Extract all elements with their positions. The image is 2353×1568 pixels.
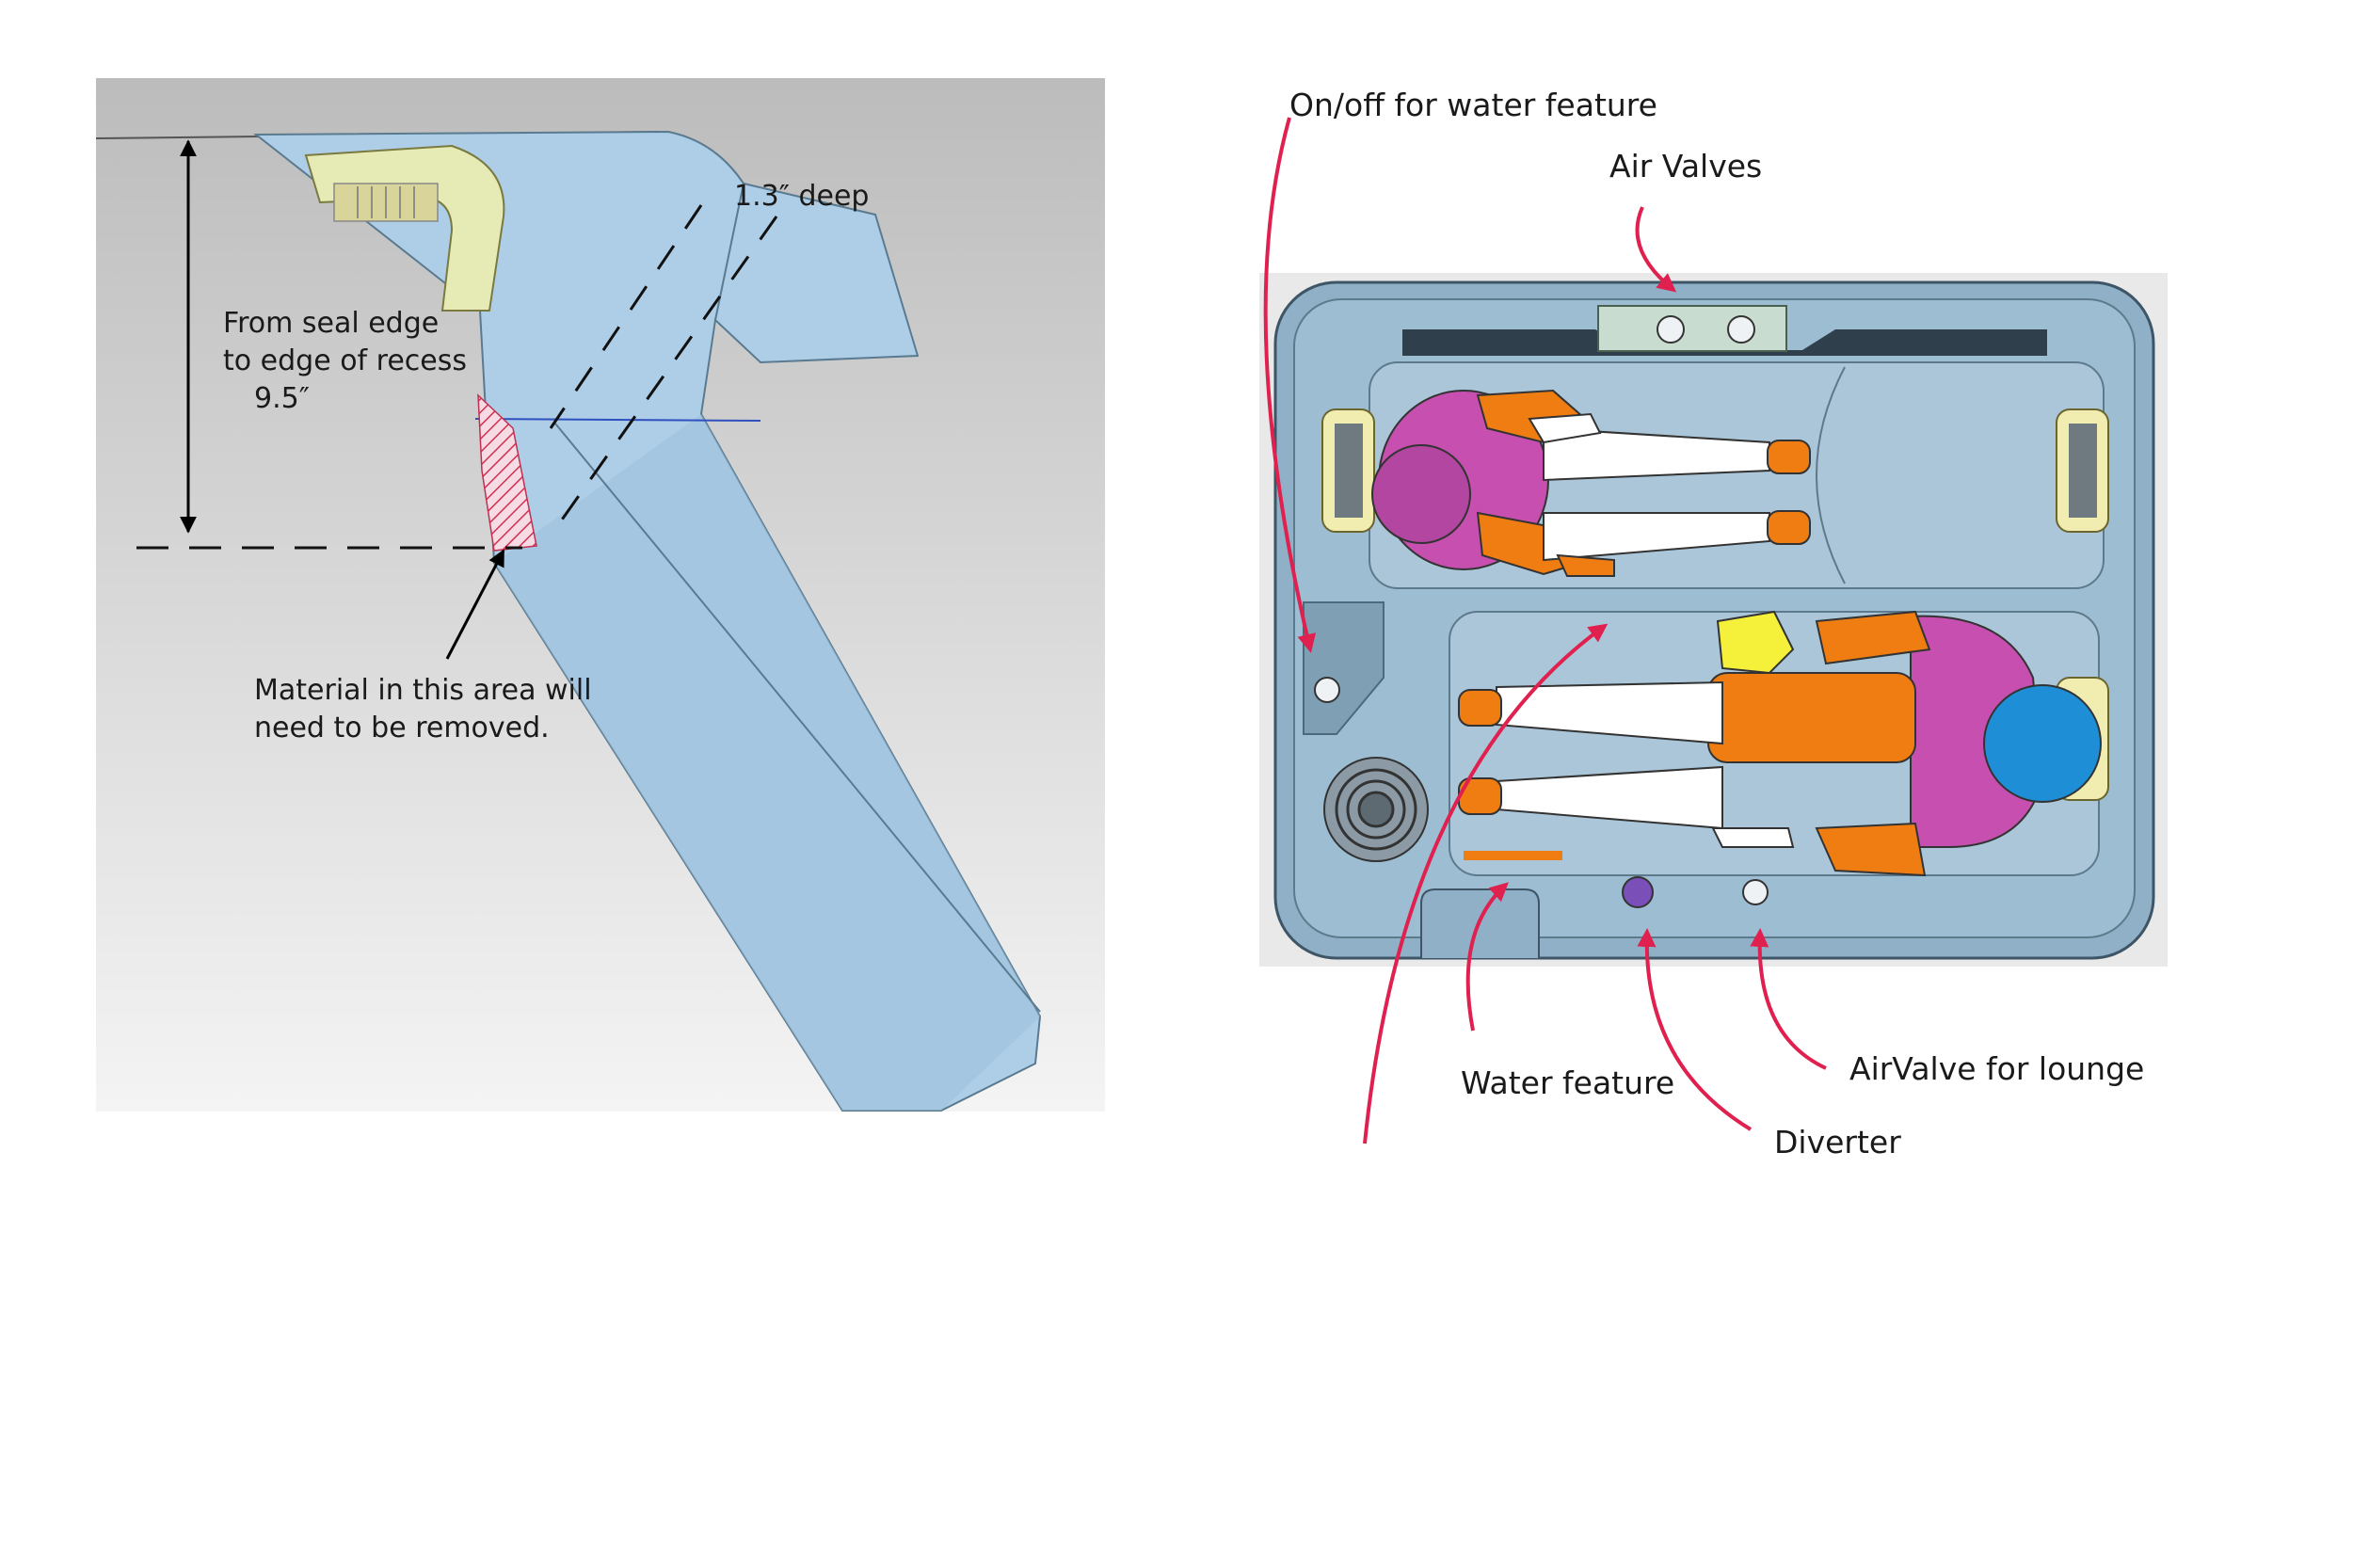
seal-ribs — [357, 186, 415, 218]
upper-seat-curve — [1816, 366, 1846, 584]
inner-cut-line — [474, 418, 761, 422]
figure-upper-hand-bottom — [1556, 553, 1615, 577]
figure-lower-arm-bottom — [1815, 822, 1927, 877]
jet-right-upper-core — [2069, 424, 2097, 518]
figure-lower-foot-top — [1458, 689, 1502, 727]
arrow-water-feature — [1465, 882, 1509, 1032]
left-cad-panel: 1.3″ deep From seal edge to edge of rece… — [95, 78, 1105, 1112]
figure-upper-foot-bottom — [1767, 510, 1811, 545]
seal-dimension-value: 9.5″ — [254, 382, 310, 415]
lounge-air-valve — [1742, 879, 1769, 905]
label-diverter: Diverter — [1774, 1124, 1901, 1160]
water-feature-slot — [1464, 851, 1562, 860]
figure-lower-hand-yellow — [1716, 610, 1795, 675]
figure-upper-leg-top — [1543, 426, 1770, 482]
arrow-diverter — [1637, 928, 1753, 1131]
material-note-line1: Material in this area will — [254, 674, 592, 707]
figure-lower — [1458, 610, 2102, 877]
depth-label: 1.3″ deep — [734, 180, 869, 213]
figure-lower-hand-white — [1711, 827, 1795, 848]
figure-upper-foot-top — [1767, 440, 1811, 474]
jet-left-core — [1335, 424, 1363, 518]
material-note-line2: need to be removed. — [254, 712, 550, 744]
figure-lower-arm-top — [1815, 610, 1931, 665]
depth-dashed-lines — [549, 204, 778, 523]
top-channel — [1402, 329, 2047, 356]
figure-upper-leg-bottom — [1543, 512, 1770, 562]
arrow-air-valves — [1635, 206, 1677, 293]
air-valve-2 — [1727, 315, 1755, 344]
figure-lower-head — [1983, 684, 2102, 803]
seal-dimension-line1: From seal edge — [223, 307, 439, 340]
diverter-knob — [1622, 876, 1654, 908]
arrow-airvalve-lounge — [1750, 928, 1827, 1070]
part-edge-line — [554, 423, 1041, 1013]
seal-dimension-line2: to edge of recess — [223, 344, 467, 377]
figure-upper — [1371, 389, 1811, 577]
label-on-off: On/off for water feature — [1289, 87, 1657, 123]
arrow-on-off — [1263, 117, 1317, 653]
right-tub-panel: On/off for water feature Air Valves Wate… — [1259, 87, 2168, 1160]
figure-lower-hip — [1707, 672, 1916, 763]
on-off-button — [1314, 677, 1340, 703]
material-leader-arrow — [445, 549, 505, 660]
callout-arrows — [1263, 117, 1827, 1144]
drain-rings — [1323, 757, 1429, 862]
part-shading — [494, 414, 1040, 1111]
label-air-valves: Air Valves — [1609, 148, 1762, 184]
label-airvalve-lounge: AirValve for lounge — [1849, 1050, 2144, 1087]
figure-upper-head — [1371, 444, 1471, 544]
air-valve-plate — [1597, 305, 1787, 352]
label-water-feature: Water feature — [1461, 1064, 1674, 1101]
air-valve-1 — [1657, 315, 1685, 344]
arrow-upper-lounge — [1363, 623, 1609, 1144]
figure-upper-hand-top — [1528, 412, 1602, 444]
